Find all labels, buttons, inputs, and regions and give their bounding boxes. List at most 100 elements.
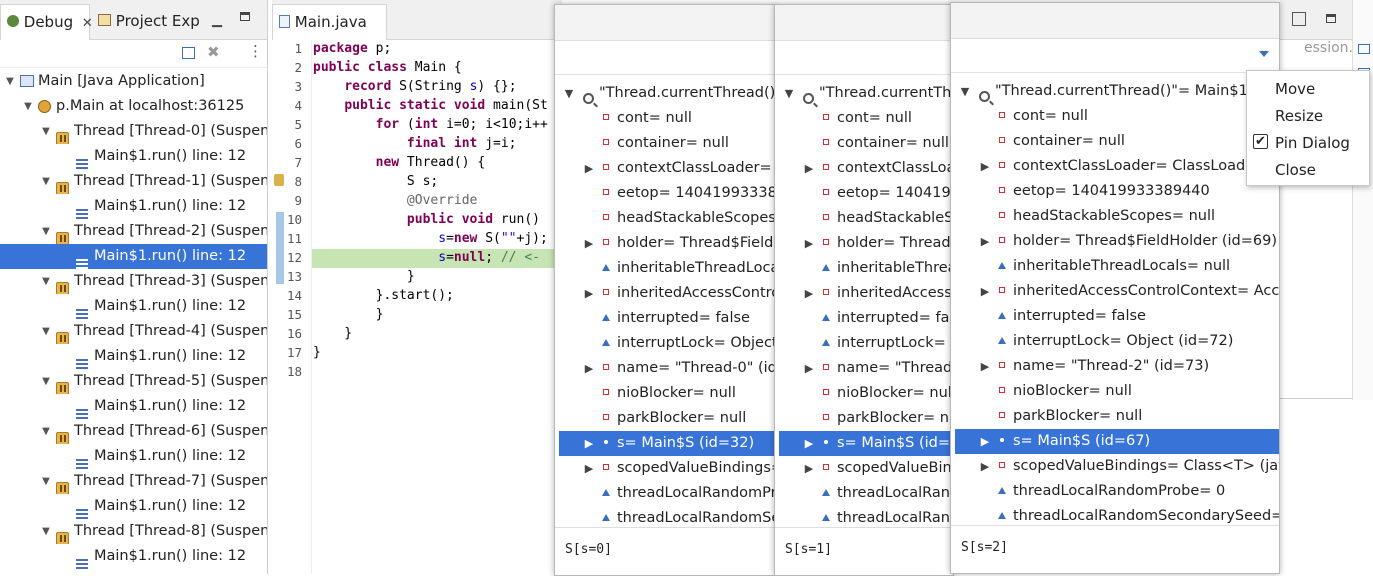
checkbox-checked-icon[interactable]: ✔ [1253, 134, 1268, 149]
chevron-down-icon[interactable]: ▼ [6, 76, 14, 87]
chevron-right-icon[interactable]: ▶ [584, 287, 594, 300]
variable-row[interactable]: interruptLock= Object (i [559, 331, 775, 356]
menu-item-pin-dialog[interactable]: Pin Dialog [1275, 134, 1350, 152]
popup-title-bar[interactable] [775, 5, 953, 41]
variable-row[interactable]: ▶scopedValueBindings= Class<T> (java.la [955, 454, 1279, 479]
chevron-right-icon[interactable]: ▶ [980, 235, 990, 248]
thread-row[interactable]: ▼Thread [Thread-3] (Suspended [0, 269, 267, 294]
thread-row[interactable]: ▼Thread [Thread-0] (Suspended [0, 119, 267, 144]
variable-row[interactable]: threadLocalRando [779, 506, 953, 531]
variable-row[interactable]: ▶s= Main$S (id=61 [779, 431, 953, 456]
chevron-down-icon[interactable]: ▼ [42, 176, 50, 187]
variable-row[interactable]: inheritableThrea [779, 256, 953, 281]
variable-row[interactable]: container= null [559, 131, 775, 156]
variable-row[interactable]: container= null [779, 131, 953, 156]
watch-expression-row[interactable]: ▼"Thread.currentThre [779, 81, 953, 106]
stack-frame-row[interactable]: Main$1.run() line: 12 [0, 244, 267, 269]
variable-row[interactable]: eetop= 1404199333810 [559, 181, 775, 206]
variable-row[interactable]: interruptLock= Ob [779, 331, 953, 356]
variable-row[interactable]: threadLocalRandomProbe= 0 [955, 479, 1279, 504]
chevron-down-icon[interactable]: ▼ [42, 426, 50, 437]
variable-row[interactable]: interruptLock= Object (id=72) [955, 329, 1279, 354]
stack-frame-row[interactable]: Main$1.run() line: 12 [0, 194, 267, 219]
menu-item-move[interactable]: Move [1275, 80, 1316, 98]
thread-row[interactable]: ▼Thread [Thread-5] (Suspended [0, 369, 267, 394]
debug-target-row[interactable]: ▼p.Main at localhost:36125 [0, 94, 267, 119]
remove-terminated-icon[interactable]: ✖ [207, 43, 220, 61]
variable-row[interactable]: cont= null [779, 106, 953, 131]
variable-row[interactable]: interrupted= false [779, 306, 953, 331]
stack-frame-row[interactable]: Main$1.run() line: 12 [0, 444, 267, 469]
chevron-down-icon[interactable]: ▼ [42, 376, 50, 387]
minimize-icon[interactable]: ▁ [212, 13, 222, 28]
variable-row[interactable]: ▶holder= Thread$F [779, 231, 953, 256]
chevron-right-icon[interactable]: ▶ [980, 435, 990, 448]
launch-row[interactable]: ▼Main [Java Application] [0, 69, 267, 94]
stack-frame-row[interactable]: Main$1.run() line: 12 [0, 344, 267, 369]
variable-row[interactable]: ▶inheritedAccessControlC [559, 281, 775, 306]
stack-frame-row[interactable]: Main$1.run() line: 12 [0, 394, 267, 419]
variable-row[interactable]: ▶holder= Thread$FieldHo [559, 231, 775, 256]
variable-row[interactable]: ▶scopedValueBindi [779, 456, 953, 481]
variable-row[interactable]: ▶s= Main$S (id=32) [559, 431, 775, 456]
variable-row[interactable]: interrupted= false [559, 306, 775, 331]
thread-row[interactable]: ▼Thread [Thread-8] (Suspended [0, 519, 267, 544]
popup-title-bar[interactable] [951, 3, 1279, 39]
variable-row[interactable]: threadLocalRando [779, 481, 953, 506]
variable-row[interactable]: ▶name= "Thread-2" (id=73) [955, 354, 1279, 379]
variable-row[interactable]: headStackableSco [779, 206, 953, 231]
maximize-icon[interactable] [240, 12, 250, 21]
variable-row[interactable]: ▶contextClassLoad [779, 156, 953, 181]
chevron-right-icon[interactable]: ▶ [980, 460, 990, 473]
side-view-icon[interactable] [1358, 44, 1370, 54]
maximize-icon[interactable] [1326, 14, 1336, 23]
chevron-right-icon[interactable]: ▶ [584, 162, 594, 175]
collapse-all-icon[interactable] [182, 47, 195, 59]
chevron-down-icon[interactable]: ▼ [42, 326, 50, 337]
variable-row[interactable]: parkBlocker= null [779, 406, 953, 431]
chevron-down-icon[interactable]: ▼ [564, 87, 574, 100]
editor-tab-main-java[interactable]: Main.java ✕ [272, 4, 387, 65]
chevron-right-icon[interactable]: ▶ [980, 160, 990, 173]
chevron-right-icon[interactable]: ▶ [584, 462, 594, 475]
variable-row[interactable]: threadLocalRandomSeco [559, 506, 775, 531]
variable-row[interactable]: ▶inheritedAccessControlContext= AccessC [955, 279, 1279, 304]
chevron-right-icon[interactable]: ▶ [980, 360, 990, 373]
stack-frame-row[interactable]: Main$1.run() line: 12 [0, 544, 267, 569]
variable-row[interactable]: inheritableThreadLocals [559, 256, 775, 281]
toolbar-icon[interactable] [1292, 12, 1306, 26]
variable-row[interactable]: ▶inheritedAccessCo [779, 281, 953, 306]
watch-expression-row[interactable]: ▼"Thread.currentThread()"= [559, 81, 775, 106]
chevron-down-icon[interactable]: ▼ [42, 276, 50, 287]
variable-row[interactable]: ▶holder= Thread$FieldHolder (id=69) [955, 229, 1279, 254]
stack-frame-row[interactable]: Main$1.run() line: 12 [0, 144, 267, 169]
menu-item-close[interactable]: Close [1275, 161, 1316, 179]
variable-row[interactable]: headStackableScopes= null [955, 204, 1279, 229]
stack-frame-row[interactable]: Main$1.run() line: 12 [0, 494, 267, 519]
variable-row[interactable]: ▶name= "Thread-1 [779, 356, 953, 381]
variable-row[interactable]: ▶contextClassLoader= ClassLoaders$ [955, 154, 1279, 179]
variable-row[interactable]: interrupted= false [955, 304, 1279, 329]
chevron-right-icon[interactable]: ▶ [584, 237, 594, 250]
chevron-down-icon[interactable]: ▼ [42, 226, 50, 237]
chevron-down-icon[interactable]: ▼ [24, 101, 32, 112]
chevron-down-icon[interactable]: ▼ [42, 526, 50, 537]
tab-debug[interactable]: Debug ✕ [0, 4, 93, 40]
variable-row[interactable]: threadLocalRandomProb [559, 481, 775, 506]
chevron-right-icon[interactable]: ▶ [804, 237, 814, 250]
variable-row[interactable]: ▶contextClassLoader= Cla [559, 156, 775, 181]
variable-row[interactable]: parkBlocker= null [559, 406, 775, 431]
chevron-down-icon[interactable]: ▼ [784, 87, 794, 100]
thread-row[interactable]: ▼Thread [Thread-1] (Suspended [0, 169, 267, 194]
chevron-right-icon[interactable]: ▶ [584, 362, 594, 375]
chevron-down-icon[interactable]: ▼ [42, 476, 50, 487]
close-icon[interactable]: ✕ [81, 16, 93, 31]
popup-title-bar[interactable] [555, 5, 775, 41]
chevron-right-icon[interactable]: ▶ [584, 437, 594, 450]
menu-item-resize[interactable]: Resize [1275, 107, 1324, 125]
chevron-right-icon[interactable]: ▶ [980, 285, 990, 298]
variable-row[interactable]: ▶scopedValueBindings= C [559, 456, 775, 481]
variable-row[interactable]: nioBlocker= null [779, 381, 953, 406]
